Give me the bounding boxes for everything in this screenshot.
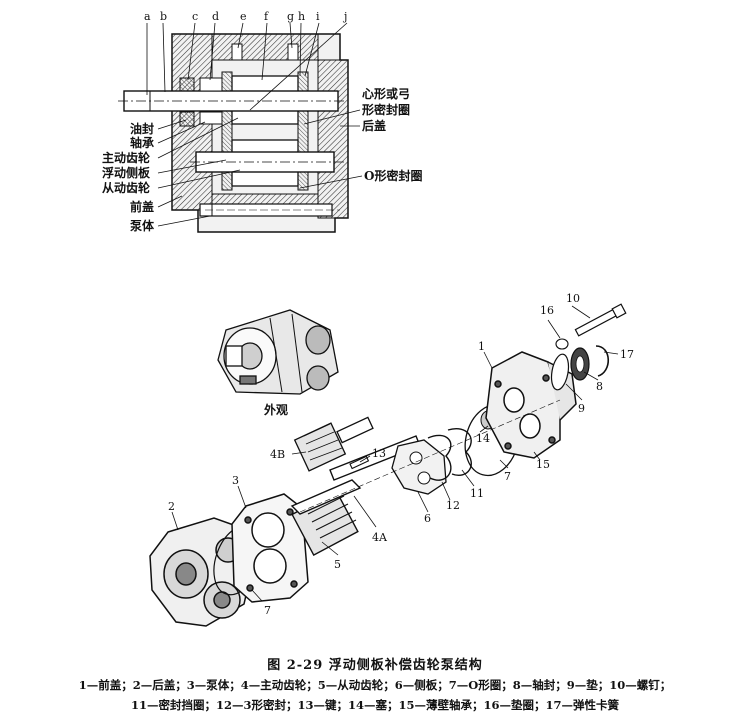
num-9: 9 <box>578 402 585 415</box>
num-10: 10 <box>566 292 580 305</box>
floating-side-plate-section <box>221 71 233 191</box>
figure-legend-line-2: 11—密封挡圈；12—3形密封；13—键；14—塞；15—薄壁轴承；16—垫圈；… <box>130 698 620 712</box>
label-crescent-seal-line1: 心形或弓 <box>362 86 410 101</box>
letter-b: b <box>160 10 167 23</box>
label-bearing: 轴承 <box>130 135 154 150</box>
label-pump-body: 泵体 <box>130 218 155 233</box>
label-front-cover: 前盖 <box>130 199 154 214</box>
num-4b: 4B <box>270 448 285 461</box>
part-gasket <box>550 353 570 391</box>
part-washer <box>555 338 569 350</box>
num-17: 17 <box>620 348 634 361</box>
letter-h: h <box>298 10 305 23</box>
section-letters: a b c d e f g h i j <box>144 10 347 111</box>
label-o-ring: O形密封圈 <box>364 168 422 183</box>
label-exterior: 外观 <box>264 402 288 417</box>
label-driven-gear: 从动齿轮 <box>102 180 151 195</box>
num-5: 5 <box>334 558 341 571</box>
num-3: 3 <box>232 474 239 487</box>
letter-c: c <box>192 10 198 23</box>
section-left-labels: 油封 轴承 主动齿轮 浮动侧板 从动齿轮 前盖 泵体 <box>102 117 241 233</box>
num-7b: 7 <box>504 470 511 483</box>
num-14: 14 <box>476 432 490 445</box>
part-pump-body <box>231 493 309 603</box>
section-right-labels: 心形或弓 形密封圈 后盖 O形密封圈 <box>299 86 422 189</box>
oil-seal <box>179 111 195 127</box>
part-3-seal <box>427 434 452 481</box>
letter-d: d <box>212 10 219 23</box>
part-number-labels: 1 2 3 4A 4B 5 6 7 7 8 9 10 11 12 13 14 1… <box>168 292 634 617</box>
num-1: 1 <box>478 340 485 353</box>
letter-f: f <box>264 10 269 23</box>
letter-i: i <box>316 10 320 23</box>
part-bolt <box>574 303 627 337</box>
part-side-plate <box>391 439 447 495</box>
pump-exterior-view <box>217 309 339 395</box>
part-circlip <box>595 345 610 377</box>
label-crescent-seal-line2: 形密封圈 <box>362 102 410 117</box>
num-15: 15 <box>536 458 550 471</box>
label-oil-seal: 油封 <box>130 121 154 136</box>
exploded-view: 外观 <box>149 292 634 627</box>
num-8: 8 <box>596 380 603 393</box>
figure-caption-title: 图 2-29 浮动侧板补偿齿轮泵结构 <box>267 658 483 673</box>
part-rear-cover <box>149 517 255 627</box>
letter-j: j <box>342 10 347 23</box>
letter-a: a <box>144 10 151 23</box>
label-drive-gear: 主动齿轮 <box>102 150 151 165</box>
num-16: 16 <box>540 304 554 317</box>
label-rear-cover: 后盖 <box>362 118 386 133</box>
letter-g: g <box>287 10 294 23</box>
letter-e: e <box>240 10 247 23</box>
num-13: 13 <box>372 447 386 460</box>
part-drive-gear-4b <box>293 416 374 472</box>
num-6: 6 <box>424 512 431 525</box>
num-4a: 4A <box>372 531 388 544</box>
rear-cover-wall <box>317 59 349 219</box>
figure-legend-line-1: 1—前盖；2—后盖；3—泵体；4—主动齿轮；5—从动齿轮；6—侧板；7—O形圈；… <box>78 678 672 692</box>
num-12: 12 <box>446 499 460 512</box>
num-2: 2 <box>168 500 175 513</box>
label-floating-side-plate: 浮动侧板 <box>102 165 151 180</box>
bearing-block <box>199 111 223 125</box>
num-11: 11 <box>470 487 484 500</box>
num-7a: 7 <box>264 604 271 617</box>
section-view: a b c d e f g h i j <box>102 10 422 233</box>
